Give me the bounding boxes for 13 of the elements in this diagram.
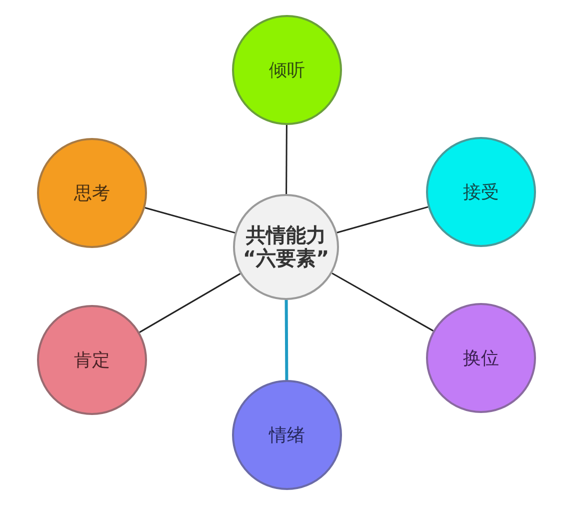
topic-label: 思考	[74, 182, 110, 206]
topic-label: 换位	[463, 346, 499, 370]
connector-line	[144, 207, 236, 234]
topic-label: 肯定	[74, 348, 110, 372]
center-label: 共情能力“六要素”	[242, 224, 330, 270]
connector-line	[336, 206, 428, 234]
topic-label: 接受	[463, 180, 499, 204]
topic-label: 倾听	[269, 58, 305, 82]
connector-line	[139, 273, 241, 333]
connector-line	[332, 272, 434, 332]
connector-line	[286, 125, 288, 194]
connector-line	[284, 300, 288, 380]
topic-label: 情绪	[269, 424, 305, 448]
